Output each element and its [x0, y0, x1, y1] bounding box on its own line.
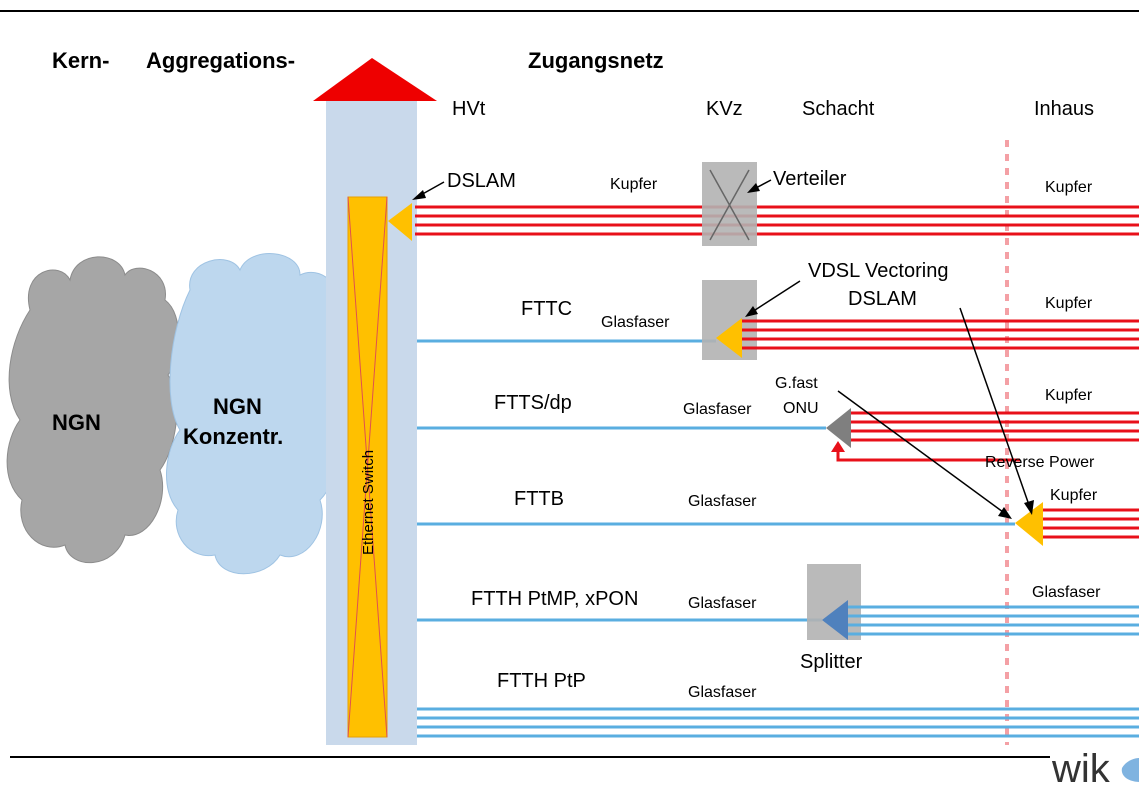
- vdsl-pointer-line: [751, 280, 801, 313]
- gfast-pointer-arrowhead: [998, 507, 1012, 519]
- dslam-copper-lines: [415, 205, 1139, 236]
- fttc-inhaus-medium: Kupfer: [1045, 295, 1093, 312]
- verteiler-box: [702, 162, 757, 246]
- fttb-dslam-triangle: [1015, 502, 1043, 546]
- row-ftts: FTTS/dp Glasfaser G.fast ONU Kupfer Reve…: [417, 375, 1139, 471]
- ftth-pon-medium: Glasfaser: [688, 595, 757, 612]
- vdsl-vectoring-label-line1: VDSL Vectoring: [808, 260, 948, 282]
- header-hvt: HVt: [452, 98, 486, 120]
- row-dslam: DSLAM Kupfer Verteiler Kupfer: [388, 162, 1139, 246]
- row-fttb: FTTB Glasfaser Kupfer: [417, 487, 1139, 546]
- splitter-triangle: [822, 600, 848, 640]
- ngn-konzentrator-cloud: NGN Konzentr.: [166, 253, 349, 575]
- gfast-onu-triangle: [826, 408, 851, 448]
- ftth-pon-inhaus-medium: Glasfaser: [1032, 584, 1101, 601]
- wik-logo: wik: [1051, 747, 1139, 785]
- reverse-power-arrowhead: [831, 441, 845, 452]
- fttc-title: FTTC: [521, 298, 572, 320]
- vdsl-pointer-arrowhead: [745, 306, 758, 317]
- ftth-pon-title: FTTH PtMP, xPON: [471, 588, 638, 610]
- gfast-onu-label-line1: G.fast: [775, 375, 818, 392]
- gfast-onu-label-line2: ONU: [783, 400, 819, 417]
- header-schacht: Schacht: [802, 98, 875, 120]
- row-ftth-pon: FTTH PtMP, xPON Glasfaser Splitter Glasf…: [417, 564, 1139, 673]
- dslam-pointer-arrowhead: [412, 190, 426, 200]
- ftts-copper-lines: [851, 411, 1139, 442]
- row-fttc: FTTC Glasfaser VDSL Vectoring DSLAM Kupf…: [417, 260, 1139, 360]
- ngn-cloud: NGN: [6, 256, 179, 564]
- ftth-ptp-fiber-lines: [417, 707, 1139, 738]
- ftth-pon-fiber-branches: [848, 605, 1139, 636]
- ftth-ptp-title: FTTH PtP: [497, 670, 586, 692]
- fttc-copper-lines: [742, 319, 1139, 350]
- fttb-medium: Glasfaser: [688, 493, 757, 510]
- reverse-power-line: [836, 450, 1020, 462]
- ftts-medium: Glasfaser: [683, 401, 752, 418]
- header-aggregation: Aggregations-: [146, 48, 295, 73]
- dslam-triangle: [388, 203, 412, 241]
- header-inhaus: Inhaus: [1034, 98, 1094, 120]
- fttc-medium: Glasfaser: [601, 314, 670, 331]
- vectoring-dslam-pointer-line: [959, 307, 1030, 506]
- ftth-ptp-medium: Glasfaser: [688, 684, 757, 701]
- fttb-title: FTTB: [514, 488, 564, 510]
- ftts-title: FTTS/dp: [494, 392, 572, 414]
- dslam-medium: Kupfer: [610, 176, 658, 193]
- aggregation-up-arrow: [313, 58, 437, 101]
- ethernet-switch-label: Ethernet Switch: [360, 450, 377, 555]
- row-ftth-ptp: FTTH PtP Glasfaser: [417, 670, 1139, 738]
- ftts-inhaus-medium: Kupfer: [1045, 387, 1093, 404]
- dslam-title: DSLAM: [447, 170, 516, 192]
- ngn-konzentrator-label-line2: Konzentr.: [183, 424, 283, 449]
- fttb-inhaus-medium: Kupfer: [1050, 487, 1098, 504]
- verteiler-label: Verteiler: [773, 168, 847, 190]
- vectoring-dslam-pointer-arrowhead: [1024, 500, 1034, 515]
- reverse-power-label: Reverse Power: [985, 454, 1095, 471]
- splitter-label: Splitter: [800, 651, 863, 673]
- gfast-pointer-line: [837, 390, 1004, 513]
- vdsl-vectoring-label-line2: DSLAM: [848, 288, 917, 310]
- ethernet-switch: Ethernet Switch: [347, 196, 388, 738]
- dslam-inhaus-medium: Kupfer: [1045, 179, 1093, 196]
- wik-logo-text: wik: [1051, 747, 1111, 785]
- wik-logo-swirl-icon: [1121, 758, 1139, 782]
- verteiler-pointer-arrowhead: [747, 183, 760, 193]
- ngn-konzentrator-label-line1: NGN: [213, 394, 262, 419]
- header-kvz: KVz: [706, 98, 743, 120]
- header-zugangsnetz: Zugangsnetz: [528, 48, 664, 73]
- ngn-cloud-label: NGN: [52, 410, 101, 435]
- fttc-dslam-triangle: [716, 318, 742, 358]
- fttb-copper-lines: [1043, 508, 1139, 539]
- header-kern: Kern-: [52, 48, 109, 73]
